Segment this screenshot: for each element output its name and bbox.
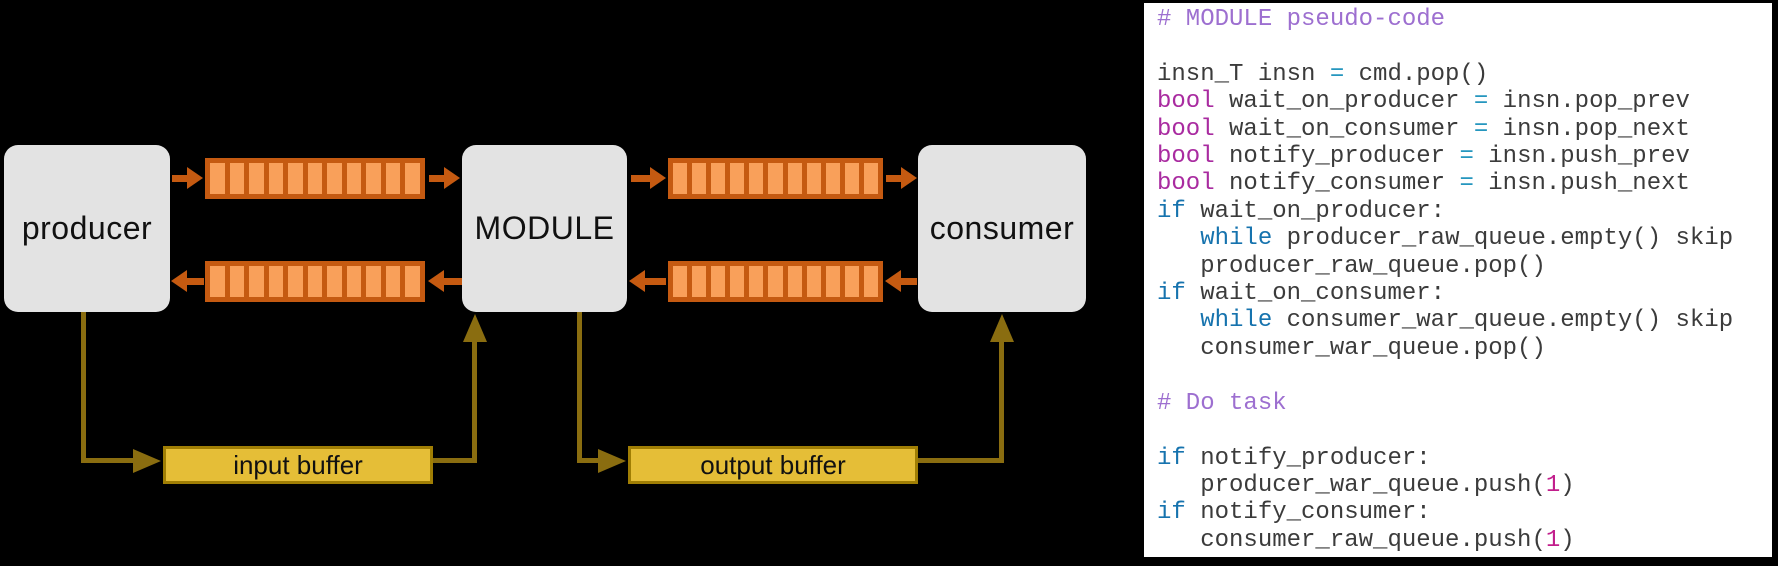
queue-cell xyxy=(806,266,821,297)
arrow-up-icon xyxy=(463,314,487,342)
queue-cell xyxy=(768,163,783,194)
code-line: while consumer_war_queue.empty() skip xyxy=(1200,307,1734,335)
queue-cell xyxy=(405,266,421,297)
queue-cell xyxy=(825,163,840,194)
queue-cell xyxy=(749,163,764,194)
fifo-queue-producer-to-module xyxy=(205,158,425,199)
queue-cell xyxy=(210,163,225,194)
consumer-node: consumer xyxy=(918,145,1086,312)
queue-cell xyxy=(787,163,802,194)
queue-cell xyxy=(844,163,859,194)
queue-cell xyxy=(385,163,401,194)
code-listing: # MODULE pseudo-code insn_T insn = cmd.p… xyxy=(1157,6,1772,554)
queue-cell xyxy=(787,266,802,297)
module-node-label: MODULE xyxy=(474,210,615,246)
arrow-left-icon xyxy=(428,270,462,293)
queue-cell xyxy=(385,266,401,297)
code-line: # Do task xyxy=(1157,389,1287,417)
code-line: if notify_producer: xyxy=(1157,444,1431,472)
code-line: insn_T insn = cmd.pop() xyxy=(1157,60,1489,88)
queue-cell xyxy=(730,266,745,297)
queue-cell xyxy=(346,163,362,194)
queue-cell xyxy=(749,266,764,297)
arrow-right-icon xyxy=(133,449,161,473)
code-line: consumer_war_queue.pop() xyxy=(1157,334,1546,362)
queue-cell xyxy=(249,163,264,194)
queue-cell xyxy=(249,266,264,297)
queue-cell xyxy=(346,266,362,297)
queue-cell xyxy=(825,266,840,297)
code-line: producer_war_queue.push(1) xyxy=(1157,471,1575,499)
queue-cell xyxy=(366,163,381,194)
code-line: # MODULE pseudo-code xyxy=(1157,6,1446,33)
queue-cell xyxy=(673,163,688,194)
queue-cell xyxy=(863,163,879,194)
queue-cell xyxy=(844,266,859,297)
queue-cell xyxy=(229,163,245,194)
code-line xyxy=(1157,417,1772,444)
queue-cell xyxy=(327,163,342,194)
output-buffer-label: output buffer xyxy=(700,449,846,480)
fifo-queue-module-to-producer xyxy=(205,261,425,302)
code-line: if wait_on_consumer: xyxy=(1157,280,1446,308)
code-line: if notify_consumer: xyxy=(1157,499,1431,527)
queue-cell xyxy=(711,163,726,194)
code-line xyxy=(1157,33,1772,60)
queue-cell xyxy=(210,266,225,297)
input-buffer-label: input buffer xyxy=(233,449,363,480)
arrow-left-icon xyxy=(629,270,666,293)
producer-node-label: producer xyxy=(21,210,153,246)
queue-cell xyxy=(288,266,303,297)
arrow-right-icon xyxy=(429,167,460,190)
code-panel: # MODULE pseudo-code insn_T insn = cmd.p… xyxy=(1144,3,1772,557)
arrow-right-icon xyxy=(598,449,626,473)
code-line: bool notify_consumer = insn.push_next xyxy=(1157,170,1690,198)
code-line: bool wait_on_producer = insn.pop_prev xyxy=(1157,88,1690,116)
queue-cell xyxy=(288,163,303,194)
queue-cell xyxy=(405,163,421,194)
fifo-queue-module-to-consumer xyxy=(668,158,883,199)
code-line: if wait_on_producer: xyxy=(1157,197,1446,225)
arrow-left-icon xyxy=(171,270,204,293)
arrow-right-icon xyxy=(886,167,917,190)
queue-cell xyxy=(229,266,245,297)
code-line: consumer_raw_queue.push(1) xyxy=(1157,526,1575,554)
consumer-node-label: consumer xyxy=(929,210,1075,246)
code-line: producer_raw_queue.pop() xyxy=(1157,252,1546,280)
queue-cell xyxy=(307,163,323,194)
queue-cell xyxy=(268,163,284,194)
queue-cell xyxy=(307,266,323,297)
code-line: bool wait_on_consumer = insn.pop_next xyxy=(1157,115,1690,143)
input-buffer: input buffer xyxy=(163,446,433,484)
queue-cell xyxy=(366,266,381,297)
arrow-left-icon xyxy=(885,270,917,293)
queue-cell xyxy=(863,266,879,297)
arrow-up-icon xyxy=(990,314,1014,342)
code-line: bool notify_producer = insn.push_prev xyxy=(1157,143,1690,171)
queue-cell xyxy=(730,163,745,194)
module-node: MODULE xyxy=(462,145,627,312)
queue-cell xyxy=(768,266,783,297)
arrow-right-icon xyxy=(631,167,666,190)
queue-cell xyxy=(692,163,707,194)
queue-cell xyxy=(806,163,821,194)
producer-node: producer xyxy=(4,145,170,312)
code-line xyxy=(1157,362,1772,389)
queue-cell xyxy=(268,266,284,297)
queue-cell xyxy=(711,266,726,297)
queue-cell xyxy=(327,266,342,297)
queue-cell xyxy=(692,266,707,297)
arrow-right-icon xyxy=(172,167,203,190)
output-buffer: output buffer xyxy=(628,446,918,484)
queue-cell xyxy=(673,266,688,297)
fifo-queue-consumer-to-module xyxy=(668,261,883,302)
code-line: while producer_raw_queue.empty() skip xyxy=(1200,225,1734,253)
